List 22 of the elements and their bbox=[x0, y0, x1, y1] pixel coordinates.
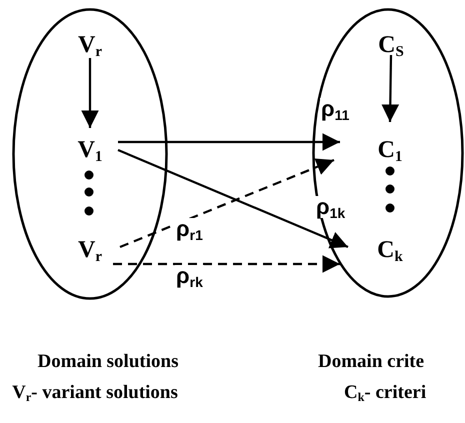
arrow bbox=[118, 148, 348, 248]
domain-ellipse bbox=[312, 8, 464, 298]
variable-label: V$_{r}$ bbox=[72, 235, 108, 265]
edge-label: ρ$_{r1}$ bbox=[175, 218, 204, 240]
variable-label: C$_{S}$ bbox=[372, 30, 410, 60]
variable-label: C$_{k}$ bbox=[372, 235, 408, 265]
edge-label: ρ$_{rk}$ bbox=[175, 265, 204, 287]
edge-label: ρ$_{11}$ bbox=[320, 98, 350, 120]
variable-label: C$_{1}$ bbox=[372, 135, 408, 165]
arrow bbox=[81, 58, 99, 128]
caption-text: Domain solutions bbox=[36, 352, 180, 371]
edge-label: ρ$_{1k}$ bbox=[315, 196, 346, 218]
domain-ellipse bbox=[12, 8, 168, 300]
variable-label: V$_{1}$ bbox=[72, 135, 108, 165]
arrow bbox=[120, 158, 334, 248]
arrow bbox=[113, 255, 340, 273]
arrow bbox=[381, 54, 400, 122]
variable-label: V$_{r}$ bbox=[72, 30, 108, 60]
caption-text: V$_{r}$- variant solutions bbox=[11, 383, 179, 402]
arrow bbox=[118, 133, 340, 151]
caption-text: C$_{k}$- criteri bbox=[344, 383, 428, 402]
caption-text: Domain crite bbox=[318, 352, 426, 371]
